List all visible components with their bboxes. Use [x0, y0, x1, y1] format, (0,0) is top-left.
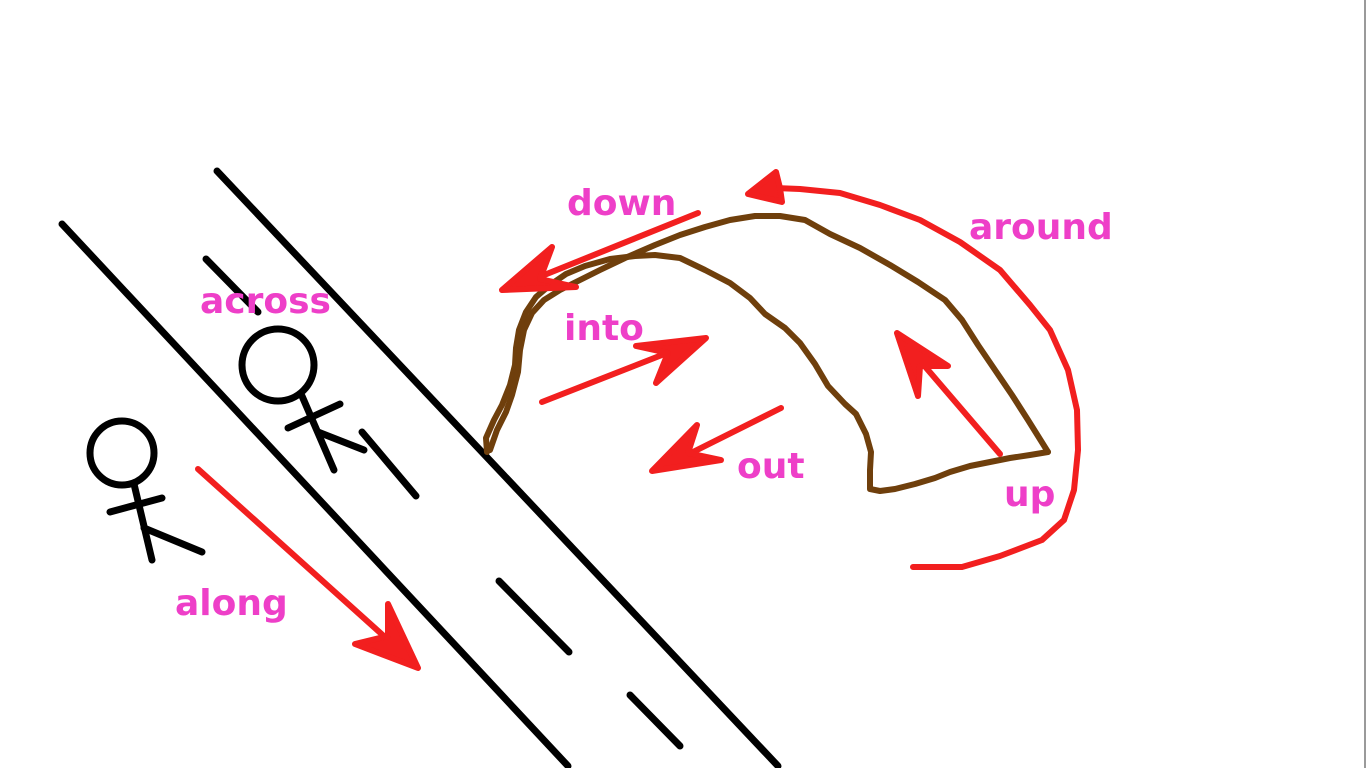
road-edge-left [58, 220, 572, 768]
figure-body [130, 480, 156, 564]
stick-figure-along [86, 417, 206, 564]
arrow-along-shaft [195, 466, 409, 659]
road-center-dash [202, 255, 262, 316]
window-edge [1364, 0, 1366, 768]
arrow-into-head [633, 335, 709, 386]
stick-figure-across [238, 325, 368, 474]
bridge-outer-edge [483, 252, 1051, 494]
figure-arms [106, 494, 166, 516]
label-around: around [969, 207, 1113, 248]
figure-leg [140, 524, 206, 556]
label-up: up [1004, 474, 1056, 515]
label-out: out [737, 446, 805, 487]
arrow-out-head [649, 422, 724, 474]
road [58, 167, 782, 768]
label-into: into [564, 308, 644, 349]
bridge-inner-edge [487, 213, 1051, 455]
road-center-dash [495, 577, 573, 656]
label-along: along [175, 583, 288, 624]
label-across: across [200, 281, 331, 322]
arrow-along-head [352, 601, 421, 671]
arrow-around-head [745, 169, 785, 205]
road-edge-right [213, 167, 782, 768]
road-center-dash [358, 428, 420, 500]
figure-head [238, 325, 318, 405]
figure-leg [314, 428, 368, 454]
bridge [483, 213, 1051, 494]
arrow-down-head [499, 244, 579, 293]
arrow-up-head [894, 330, 951, 399]
arrows [195, 169, 1081, 671]
road-center-dash [626, 691, 684, 750]
label-down: down [567, 183, 677, 224]
arrow-around-curve [772, 185, 1081, 570]
figure-arms [284, 400, 344, 432]
figure-head [86, 417, 158, 489]
